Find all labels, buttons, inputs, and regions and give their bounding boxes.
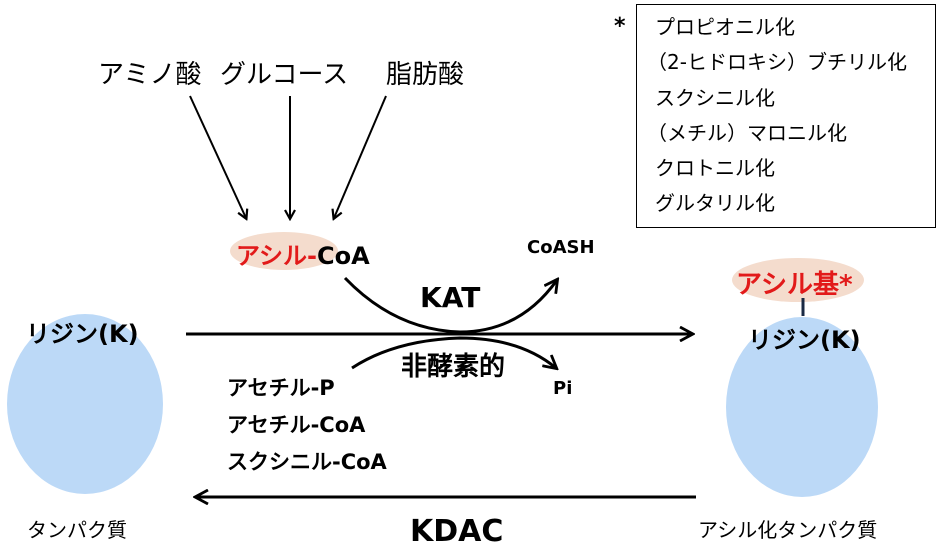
legend-item-hydroxybutyrylation: （2-ヒドロキシ）ブチリル化 [647, 50, 907, 74]
acyl-group-label: アシル基* [736, 270, 853, 300]
kat-curve-arrow [343, 278, 557, 334]
acyl-coa-label: アシル-CoA [236, 236, 370, 271]
lysine-left-label: リジン(K) [26, 320, 139, 348]
coash-label: CoASH [527, 237, 595, 258]
protein-left-label: タンパク質 [27, 518, 127, 542]
arrow-amino-acid [189, 95, 246, 218]
acyl-group-highlight [732, 258, 864, 302]
donor-succinyl-coa: スクシニル-CoA [227, 450, 387, 474]
donor-acetyl-coa: アセチル-CoA [227, 413, 366, 437]
legend-item-crotonylation: クロトニル化 [655, 156, 775, 180]
legend-box: プロピオニル化 （2-ヒドロキシ）ブチリル化 スクシニル化 （メチル）マロニル化… [636, 4, 936, 228]
legend-item-succinylation: スクシニル化 [655, 86, 775, 110]
protein-left-circle [7, 314, 163, 494]
kdac-label: KDAC [410, 514, 504, 549]
non-enzymatic-curve-arrow [351, 336, 556, 368]
coa-suffix: CoA [317, 242, 370, 270]
legend-item-glutarylation: グルタリル化 [655, 191, 775, 215]
acyl-highlight [230, 232, 338, 270]
pi-label: Pi [553, 378, 573, 399]
kat-label: KAT [420, 281, 481, 314]
arrow-fatty-acid [334, 95, 387, 218]
protein-right-label: アシル化タンパク質 [698, 518, 878, 542]
source-glucose: グルコース [220, 60, 349, 90]
lysine-right-label: リジン(K) [748, 326, 861, 354]
legend-item-malonylation: （メチル）マロニル化 [647, 121, 847, 145]
non-enzymatic-label: 非酵素的 [401, 352, 506, 382]
source-amino-acid: アミノ酸 [98, 60, 202, 90]
donor-acetyl-p: アセチル-P [227, 376, 335, 400]
source-fatty-acid: 脂肪酸 [386, 60, 465, 90]
legend-marker: * [614, 14, 626, 39]
legend-item-propionylation: プロピオニル化 [655, 15, 795, 39]
acyl-prefix: アシル- [236, 242, 318, 270]
protein-right-circle [726, 317, 878, 497]
